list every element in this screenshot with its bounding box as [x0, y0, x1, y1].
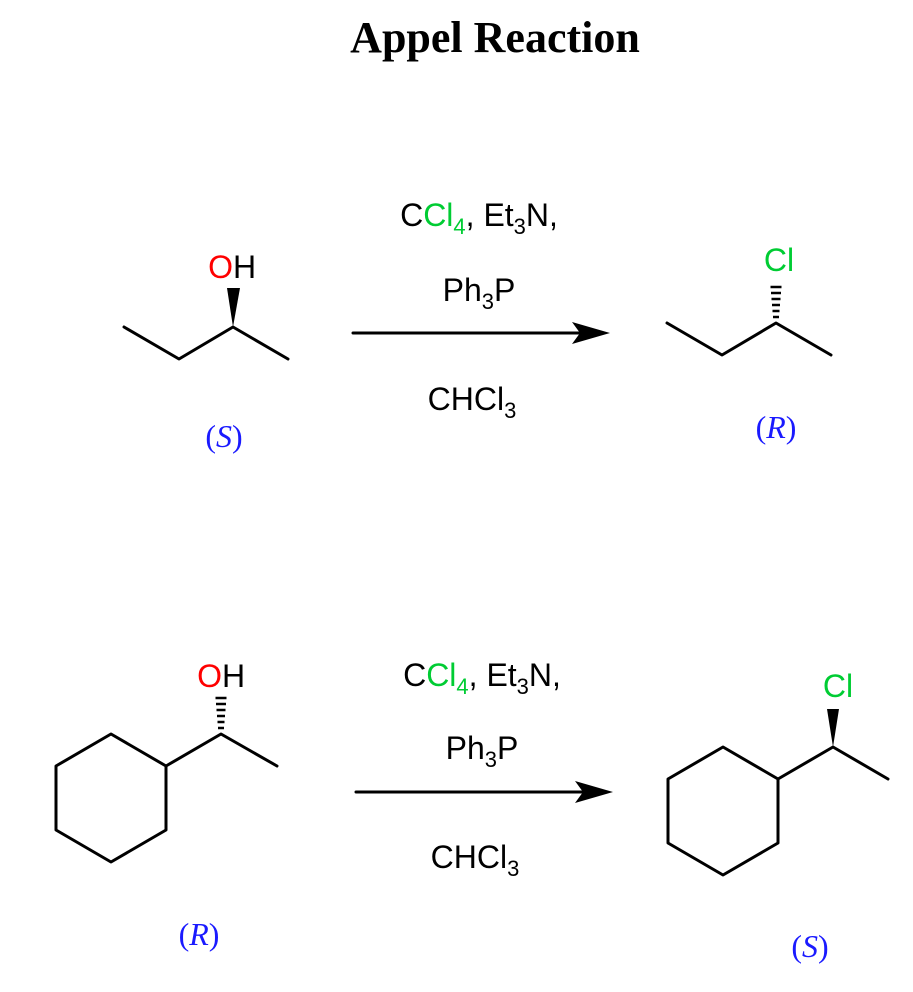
- carbon-chain: [665, 321, 833, 357]
- wedge-bond: [227, 288, 240, 327]
- reagents-1-line-3: CHCl3: [428, 381, 517, 423]
- reactant-2-structure: O H: [54, 658, 279, 864]
- product-2-configuration: (S): [791, 928, 828, 964]
- reagents-1-line-2: Ph3P: [443, 272, 516, 314]
- side-chain: [776, 745, 890, 781]
- cyclohexane-ring: [54, 732, 168, 864]
- hydrogen-atom-label: H: [222, 658, 245, 694]
- side-chain: [164, 732, 279, 768]
- hydrogen-atom-label: H: [233, 249, 256, 285]
- oxygen-atom-label: O: [208, 249, 233, 285]
- hashed-wedge-bond: [770, 285, 782, 319]
- reactant-1-configuration: (S): [205, 418, 242, 454]
- reaction-1: O H (S) CCl4, Et3N, Ph3P CHCl3 Cl (R): [122, 197, 833, 454]
- reaction-2: O H (R) CCl4, Et3N, Ph3P CHCl3 Cl (S): [54, 657, 890, 964]
- reagents-1-line-1: CCl4, Et3N,: [400, 197, 558, 239]
- product-1-structure: Cl: [665, 242, 833, 357]
- oxygen-atom-label: O: [197, 658, 222, 694]
- reaction-2-arrow-head: [575, 781, 613, 803]
- chlorine-atom-label: Cl: [823, 668, 853, 704]
- cyclohexane-ring: [666, 745, 780, 877]
- reactant-1-structure: O H: [122, 249, 290, 361]
- reagents-2-line-2: Ph3P: [446, 730, 519, 772]
- wedge-bond: [827, 709, 839, 747]
- hashed-wedge-bond: [215, 696, 227, 730]
- reagents-2-line-3: CHCl3: [431, 839, 520, 881]
- carbon-chain: [122, 325, 290, 361]
- reaction-1-arrow-head: [572, 322, 610, 344]
- reactant-2-configuration: (R): [179, 916, 220, 952]
- reagents-2-line-1: CCl4, Et3N,: [403, 657, 561, 699]
- product-2-structure: Cl: [666, 668, 890, 877]
- chlorine-atom-label: Cl: [764, 242, 794, 278]
- page-title: Appel Reaction: [350, 13, 640, 62]
- product-1-configuration: (R): [756, 409, 797, 445]
